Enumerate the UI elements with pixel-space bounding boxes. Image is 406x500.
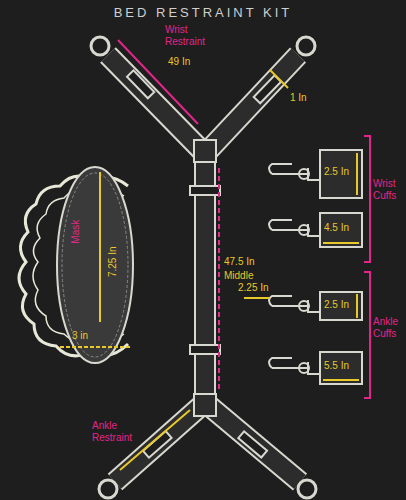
part-name: Wrist Restraint (165, 24, 221, 47)
dimension: 7.25 In (106, 247, 118, 278)
dimension: 49 In (168, 56, 190, 68)
dimension: 4.5 In (324, 222, 349, 234)
dimension: 2.5 In (324, 299, 349, 311)
dimension: 47.5 In (224, 256, 255, 268)
part-name: Ankle Restraint (92, 420, 152, 443)
dimension: 5.5 In (324, 360, 349, 372)
part-name: Ankle Cuffs (373, 316, 403, 339)
dimension: 2.5 In (324, 166, 349, 178)
dimension: 1 In (290, 92, 307, 104)
title: BED RESTRAINT KIT (0, 6, 406, 21)
part-name: Middle (224, 270, 253, 282)
part-name: Wrist Cuffs (373, 178, 403, 201)
dimension: 3 in (72, 330, 88, 342)
part-name: Mask (70, 220, 82, 244)
dimension: 2.25 In (238, 282, 269, 294)
